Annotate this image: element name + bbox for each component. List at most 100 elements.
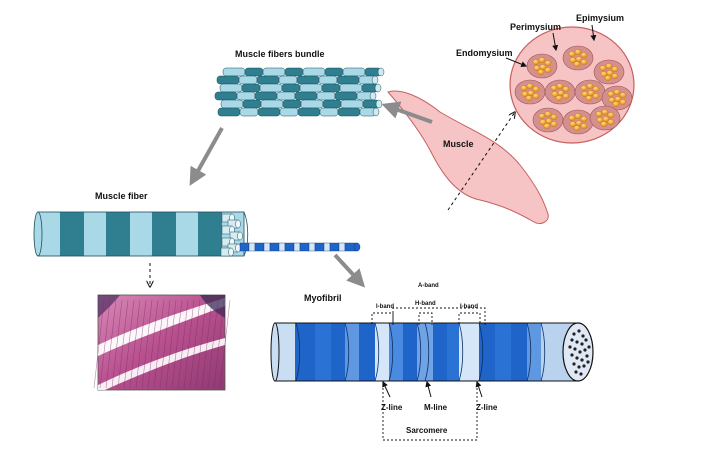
muscle-fiber-cross-section (595, 111, 603, 117)
bundle-fiber-segment (242, 99, 262, 109)
fiber-to-myofibril-arrow (333, 253, 366, 288)
muscle-fiber-cross-section (520, 85, 528, 91)
myofibril-band (447, 323, 459, 381)
filament-dot (587, 345, 591, 349)
bundle-fiber-segment (278, 75, 298, 85)
muscle-fiber-cross-section (614, 96, 622, 102)
myofibril-band-edge (526, 322, 532, 382)
muscle-fiber-illustration (33, 211, 361, 257)
myofibril-band (479, 323, 495, 381)
myofibril-band (375, 323, 389, 381)
fiber-band (152, 212, 176, 256)
myofibril-band-edge (458, 322, 464, 382)
muscle-fiber-cross-section (545, 118, 553, 124)
thread-segment (329, 242, 340, 252)
bundle-fiber-end (377, 67, 385, 77)
z-line-right-label: Z-line (476, 403, 498, 412)
thread-segment (269, 242, 280, 252)
muscle-fiber-cross-section (612, 101, 620, 107)
striation (99, 299, 111, 389)
bundle-fiber-segment (299, 83, 323, 93)
muscle-to-bundle-arrow (381, 101, 433, 124)
epimysium-pointer (590, 24, 597, 42)
cross-section-dashed-arrow (447, 112, 515, 211)
myofibril-left-cap (270, 322, 280, 382)
fiber-band (198, 212, 222, 256)
myofibril-band (403, 323, 417, 381)
muscle-fiber-cross-section (568, 51, 576, 57)
myofibril-band (275, 323, 295, 381)
muscle-fiber-cross-section (525, 95, 533, 101)
muscle-fiber-cross-section (600, 121, 608, 127)
thread-segment (239, 242, 250, 252)
filament-dot (580, 358, 584, 362)
muscle-fiber-cross-section (537, 69, 545, 75)
z-line-right-pointer (475, 380, 483, 398)
bundle-fiber-segment (321, 83, 341, 93)
striation (93, 299, 105, 389)
bundle-fiber-segment (319, 107, 339, 117)
thread-segment (323, 242, 331, 252)
bundle-fiber-segment (336, 75, 360, 85)
thread-segment (299, 242, 310, 252)
muscle-fiber-cross-section (575, 56, 583, 62)
muscle-fiber-cross-section (532, 59, 540, 65)
filament-dot (574, 370, 578, 374)
myofibril-band (459, 323, 479, 381)
bundle-fiber-segment (220, 99, 244, 109)
filament-dot (579, 372, 583, 376)
striation (159, 299, 171, 389)
striation (141, 299, 153, 389)
filament-dot (572, 332, 576, 336)
muscle-fiber-cross-section (586, 83, 594, 89)
fiber-band-edge (243, 211, 249, 257)
bundle-fiber-segment (340, 99, 364, 109)
striation (219, 299, 231, 389)
bundle-fiber-segment (259, 83, 283, 93)
bundle-fiber-segment (281, 83, 301, 93)
muscle-fiber-cross-section (619, 99, 627, 105)
myofibril-band (345, 323, 359, 381)
perimysium-pointer (552, 32, 559, 52)
thread-end (353, 242, 361, 252)
striation (123, 299, 135, 389)
muscle-fiber-cross-section (532, 93, 540, 99)
endomysium-label: Endomysium (456, 48, 513, 58)
filament-dot (580, 342, 584, 346)
filament-dot (573, 347, 577, 351)
filament-dot (584, 338, 588, 342)
m-line-pointer (425, 380, 432, 398)
bundle-fiber-segment (257, 107, 281, 117)
muscle-fiber-cross-section (607, 119, 615, 125)
fiber-band (38, 212, 60, 256)
filament-dot (575, 340, 579, 344)
myofibril-band (315, 323, 331, 381)
band-brackets (371, 307, 486, 325)
bundle-fiber-segment (300, 99, 324, 109)
z-line-left-pointer (382, 380, 391, 398)
muscle-fiber-cross-section (556, 83, 564, 89)
striation (201, 299, 213, 389)
muscle-fiber-cross-section (573, 125, 581, 131)
filament-dot (586, 360, 590, 364)
endomysium-pointer (505, 57, 528, 68)
bundle-fiber-end (374, 83, 382, 93)
muscle-fiber-cross-section (587, 90, 595, 96)
bundle-fiber-segment (262, 67, 286, 77)
muscle-fiber-cross-section (543, 123, 551, 129)
myofibril-tube-end (228, 247, 234, 257)
striation (165, 299, 177, 389)
myofibril-band-edge (344, 322, 350, 382)
filament-dot (582, 364, 586, 368)
muscle-fiber-cross-section (607, 91, 615, 97)
muscle-fiber-cross-section (539, 64, 547, 70)
bundle-fiber-segment (324, 67, 344, 77)
muscle-fiber-cross-section (555, 95, 563, 101)
bundle-fiber-segment (337, 107, 361, 117)
striation (153, 299, 165, 389)
bundle-fiber-segment (244, 67, 264, 77)
thread-segment (293, 242, 301, 252)
bundle-fiber-segment (297, 107, 321, 117)
myofibril-tube-end (235, 243, 241, 253)
